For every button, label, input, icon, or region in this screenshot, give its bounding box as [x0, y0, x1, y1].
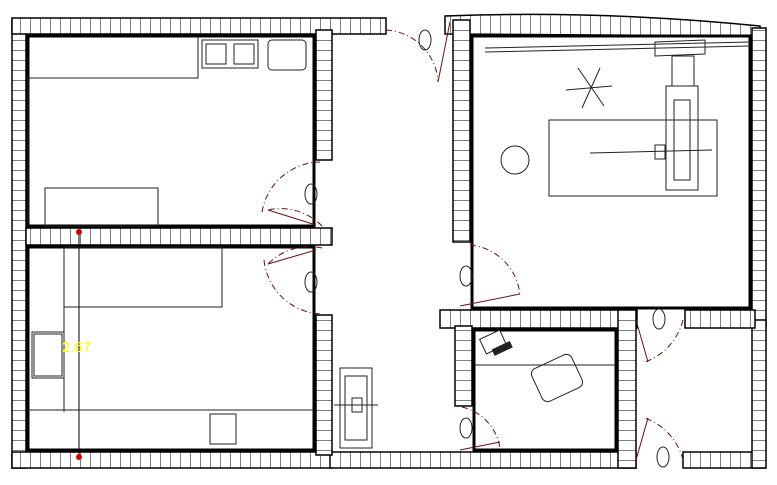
office-furniture: [474, 329, 616, 403]
dimension-marker-top: [76, 229, 82, 235]
dimension-label: 2.67: [62, 339, 91, 356]
interior-walls: [25, 19, 756, 469]
bedroom-furniture: 2.67: [28, 229, 314, 460]
door-swing-ovals: [304, 29, 670, 468]
sink: [201, 39, 259, 69]
doors: [261, 21, 684, 461]
corridor-bench: [334, 367, 378, 449]
gym-equipment: [484, 39, 751, 197]
stove: [267, 39, 307, 71]
stool: [500, 145, 530, 175]
armchair: [530, 353, 584, 403]
kitchen-counter: [27, 36, 307, 227]
fan-symbol: [565, 67, 613, 109]
keyboard: [491, 341, 513, 356]
dimension-marker-bottom: [76, 454, 82, 460]
